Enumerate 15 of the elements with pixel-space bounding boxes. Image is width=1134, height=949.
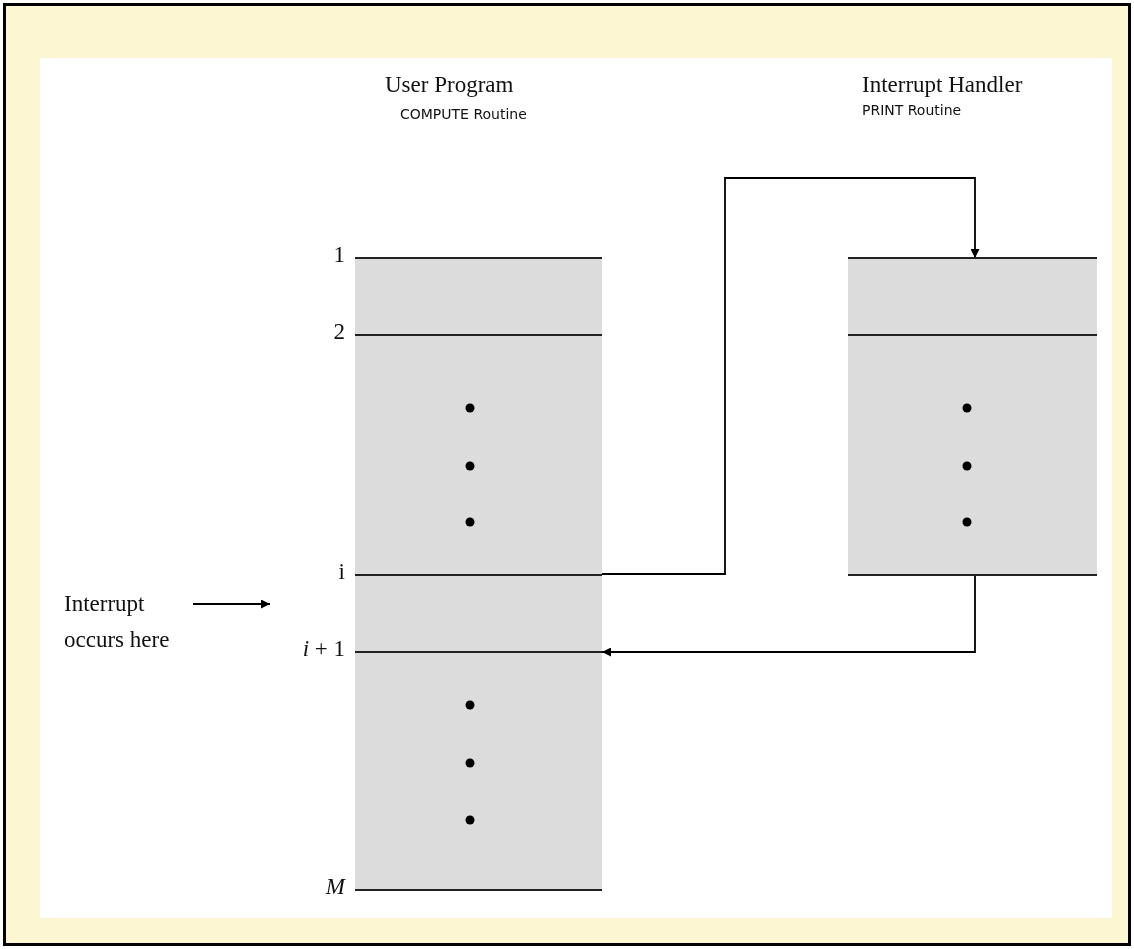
line-number: i (338, 559, 345, 585)
line-number: M (325, 874, 345, 900)
column-subheading: COMPUTE Routine (400, 106, 527, 122)
line-number: 2 (333, 319, 345, 345)
memory-column (848, 258, 1097, 575)
column-heading: User Program (385, 72, 514, 98)
leader-arrow (192, 599, 271, 609)
memory-column (355, 258, 602, 890)
column-subheading: PRINT Routine (862, 102, 962, 118)
arrow (601, 574, 976, 657)
line-number: 1 (333, 242, 345, 268)
line-number: i + 1 (302, 636, 345, 662)
column-heading: Interrupt Handler (862, 72, 1023, 98)
annotation-text: Interrupt occurs here (64, 586, 204, 658)
arrow (601, 177, 980, 575)
